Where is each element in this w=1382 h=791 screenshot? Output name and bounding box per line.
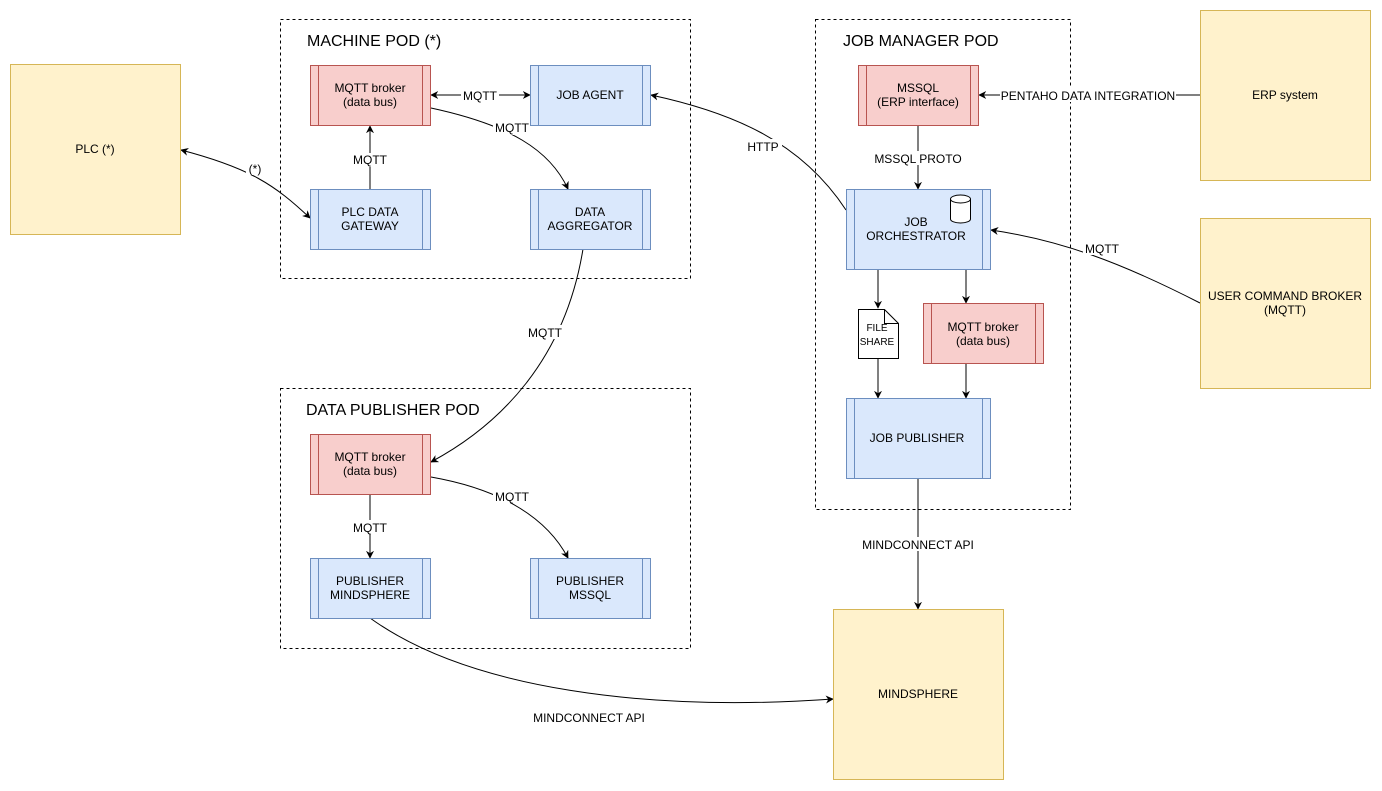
data-publisher-pod-group: DATA PUBLISHER POD [280,388,691,649]
edge-orchestrator-agent [650,92,847,211]
edge-label-mssql-orchestrator: MSSQL PROTO [874,152,961,166]
node-label-line1: MQTT broker [334,81,405,95]
job-manager-pod-group: JOB MANAGER POD [815,19,1071,510]
edge-broker-aggregator [430,107,569,190]
node-label: JOB AGENT [556,88,624,102]
machine-pod-title: MACHINE POD (*) [307,33,441,50]
edge-label-jobpublisher-mindconnect: MINDCONNECT API [862,538,974,552]
node-label-line2: (ERP interface) [877,95,959,109]
node-label-line1: PUBLISHER [556,574,624,588]
data-publisher-pod-title: DATA PUBLISHER POD [306,402,480,419]
node-publisher-mindsphere[interactable]: PUBLISHER MINDSPHERE [310,558,431,619]
node-label-line2: AGGREGATOR [548,219,633,233]
node-plc-data-gateway[interactable]: PLC DATA GATEWAY [310,189,431,250]
database-cylinder-icon [950,194,971,224]
edge-pub-broker-mssql [430,476,569,559]
node-mssql-erp-interface[interactable]: MSSQL (ERP interface) [858,65,979,126]
node-label-line2: (MQTT) [1264,303,1306,317]
node-user-command-broker[interactable]: USER COMMAND BROKER (MQTT) [1200,218,1371,389]
node-label-line2: SHARE [860,337,895,348]
edge-label-pub-broker-mssql: MQTT [495,490,530,504]
node-job-orchestrator[interactable]: JOB ORCHESTRATOR [846,189,991,270]
node-label-line2: (data bus) [343,95,397,109]
node-label-line1: PUBLISHER [336,574,404,588]
node-label-line1: PLC DATA [342,205,399,219]
node-label-line2: ORCHESTRATOR [866,229,966,243]
node-label-line2: (data bus) [343,464,397,478]
edge-label-broker-agent: MQTT [463,89,498,103]
edge-labels: (*) MQTT MQTT MQTT MQTT MQTT MQTT MINDCO… [246,88,1176,725]
edge-label-orchestrator-agent: HTTP [747,140,778,154]
edge-label-publisher-mindconnect: MINDCONNECT API [533,711,645,725]
node-label-line1: MSSQL [897,81,939,95]
edge-label-gateway-broker: MQTT [353,153,388,167]
node-label-line1: USER COMMAND BROKER [1208,289,1362,303]
node-machine-mqtt-broker[interactable]: MQTT broker (data bus) [310,65,431,126]
edge-aggregator-publisher-broker [430,248,584,463]
edge-label-erp-mssql: PENTAHO DATA INTEGRATION [1001,89,1175,103]
node-label: MINDSPHERE [878,687,958,701]
node-label-line2: (data bus) [956,334,1010,348]
node-label-line1: FILE [866,323,887,334]
node-job-agent[interactable]: JOB AGENT [530,65,651,126]
node-label-line2: MSSQL [569,588,611,602]
node-data-aggregator[interactable]: DATA AGGREGATOR [530,189,651,250]
edge-user-orchestrator [990,227,1201,304]
node-file-share[interactable]: FILE SHARE [858,309,899,359]
node-label-line2: GATEWAY [341,219,399,233]
edge-label-plc-gateway: (*) [249,162,262,176]
node-label-line1: MQTT broker [334,450,405,464]
node-label-line1: DATA [575,205,605,219]
node-publisher-mssql[interactable]: PUBLISHER MSSQL [530,558,651,619]
edge-label-aggregator-publisher: MQTT [528,326,563,340]
edge-publisher-mindsphere-cloud [369,617,834,704]
node-publisher-mqtt-broker[interactable]: MQTT broker (data bus) [310,434,431,495]
node-label-line1: MQTT broker [947,320,1018,334]
node-erp-system[interactable]: ERP system [1200,10,1371,181]
node-label: ERP system [1252,88,1318,102]
document-icon [858,309,899,359]
node-mindsphere[interactable]: MINDSPHERE [833,609,1004,780]
node-label: PLC (*) [75,142,114,156]
node-label-line2: MINDSPHERE [330,588,410,602]
node-job-mqtt-broker[interactable]: MQTT broker (data bus) [923,303,1044,364]
node-plc[interactable]: PLC (*) [10,64,181,235]
node-job-publisher[interactable]: JOB PUBLISHER [846,398,991,479]
edge-label-pub-broker-mindsphere: MQTT [353,521,388,535]
node-label-line1: JOB [904,215,927,229]
node-label: JOB PUBLISHER [870,431,965,445]
job-manager-pod-title: JOB MANAGER POD [843,33,999,50]
edge-plc-gateway [180,147,311,219]
edge-label-user-orchestrator: MQTT [1085,242,1120,256]
edge-label-broker-aggregator: MQTT [495,121,530,135]
